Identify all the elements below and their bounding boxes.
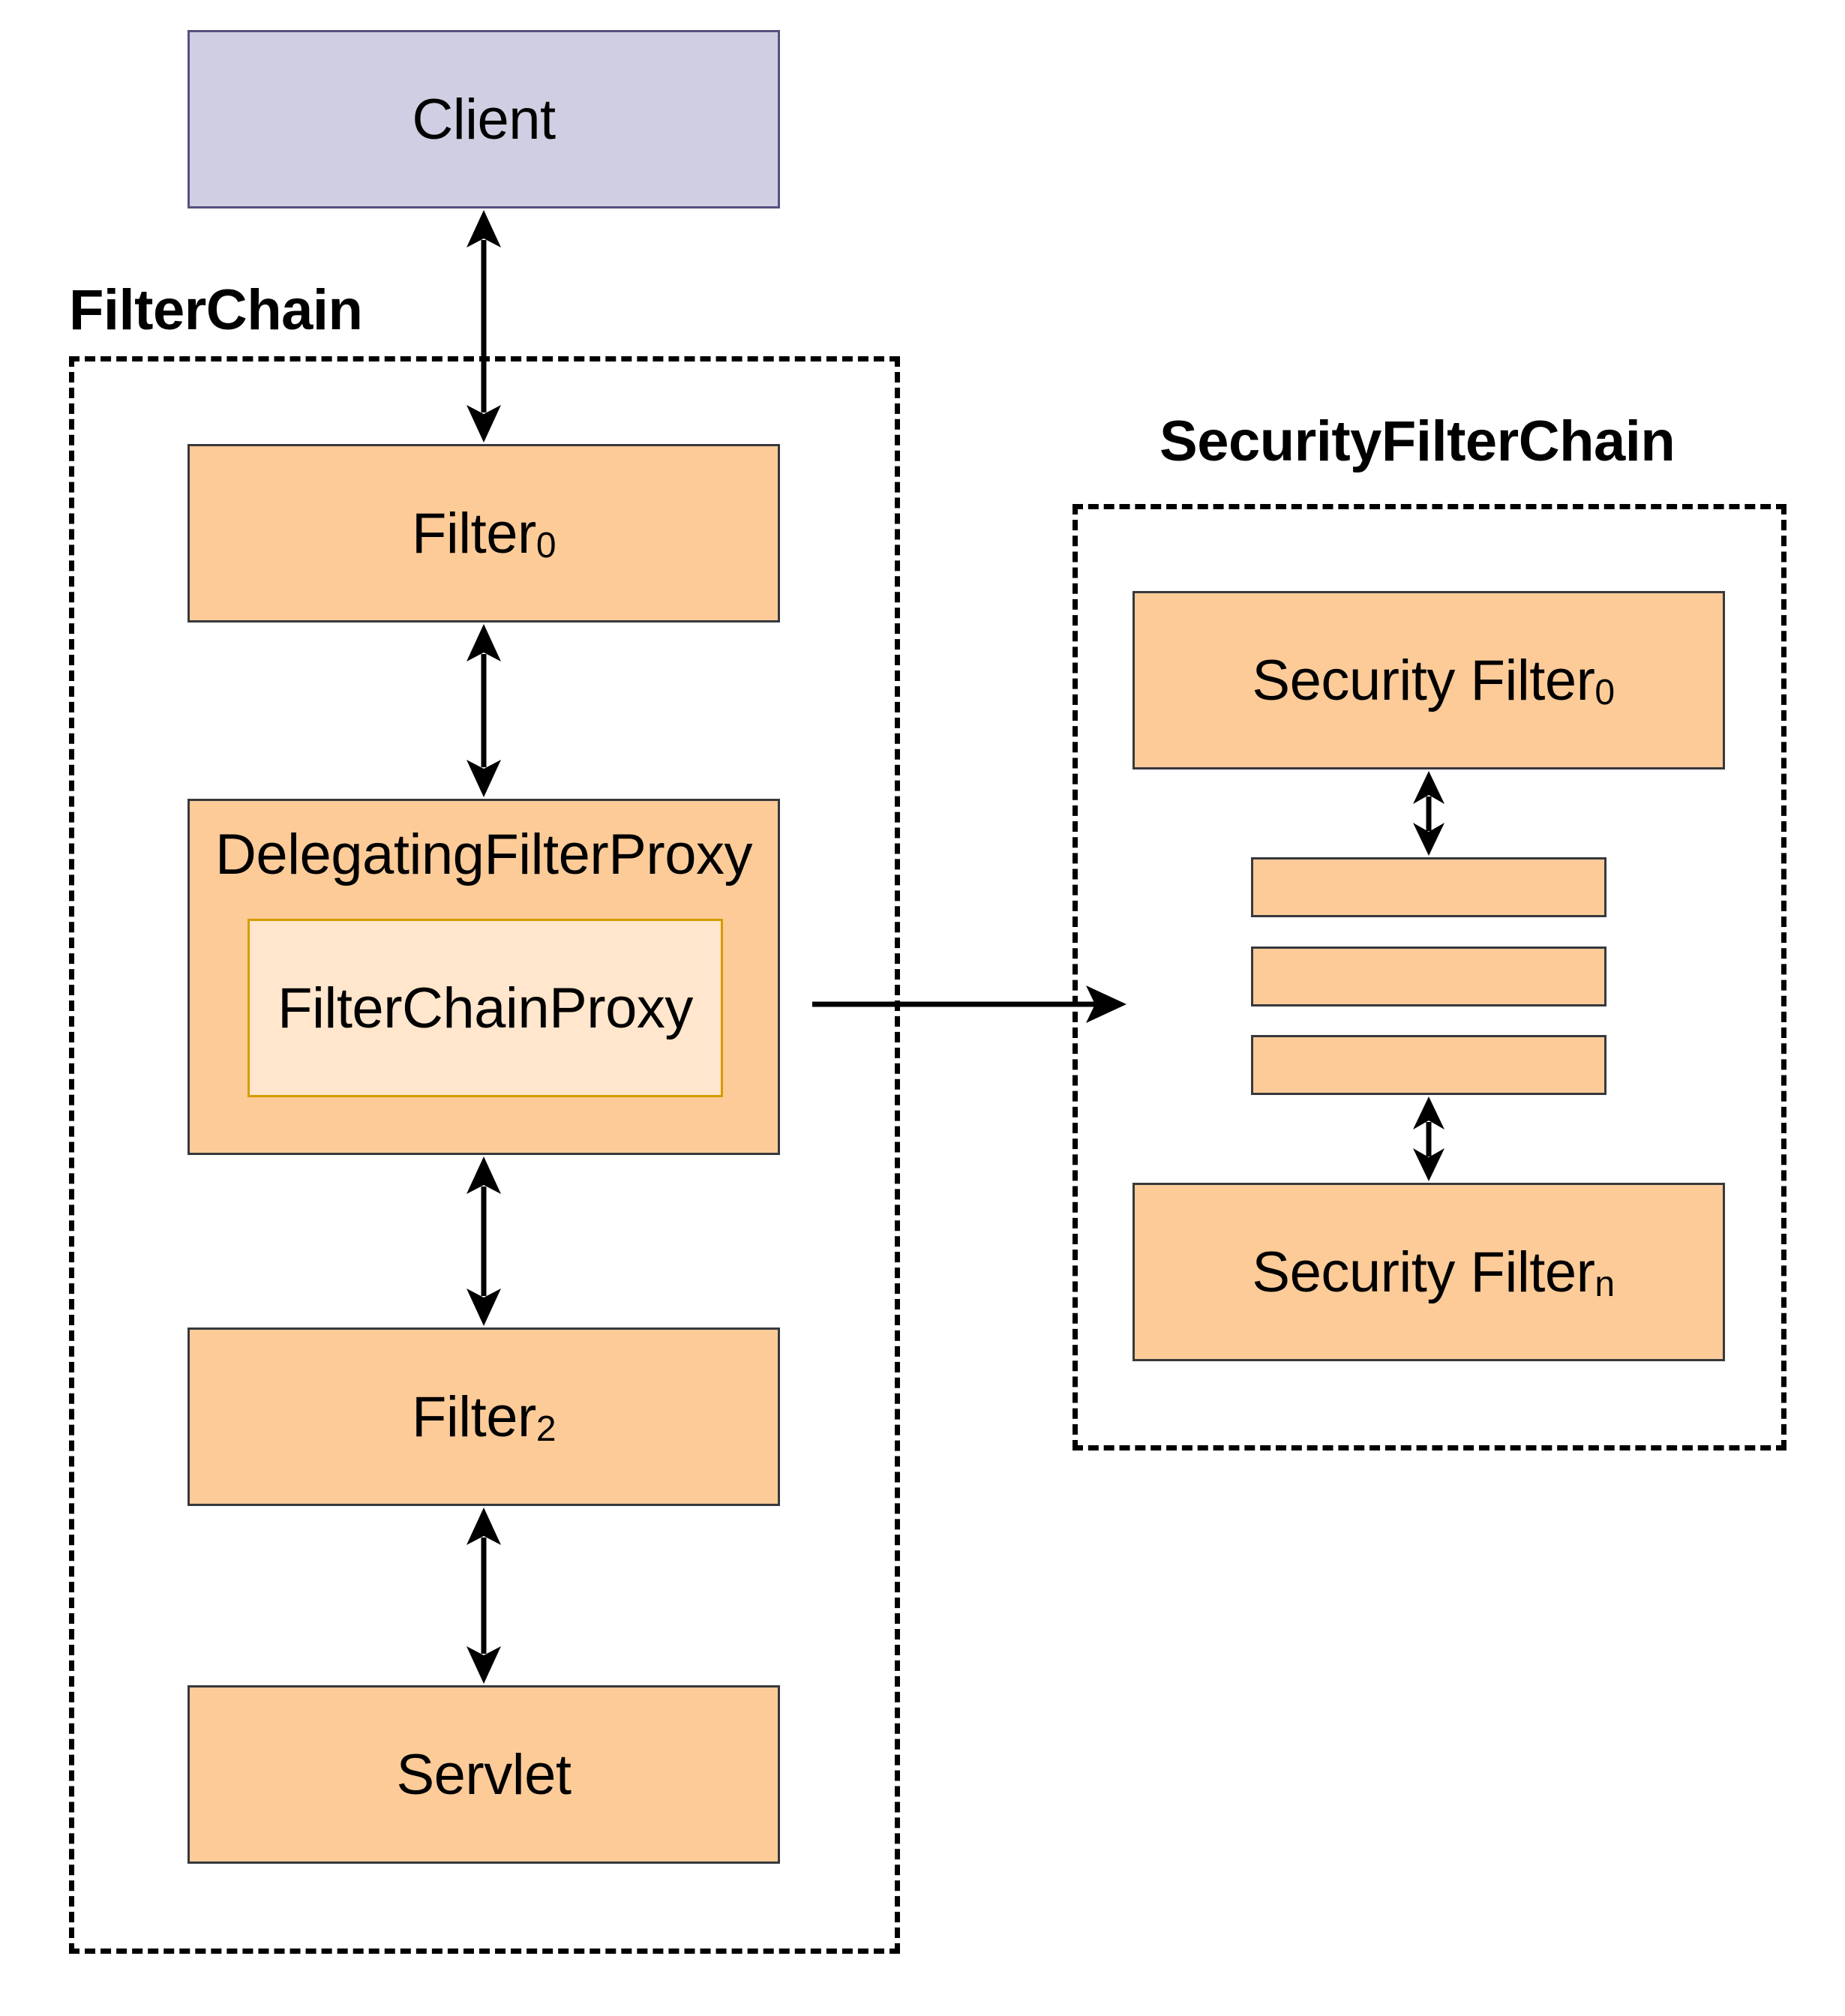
servlet-label: Servlet: [396, 1742, 572, 1807]
filter-chain-title: FilterChain: [69, 278, 363, 342]
security-filter-chain-title: SecurityFilterChain: [1160, 410, 1676, 473]
security-filter-placeholder-1: [1251, 857, 1606, 917]
security-filter-placeholder-3: [1251, 1035, 1606, 1095]
client-box: Client: [188, 30, 780, 208]
security-filtern-subscript: n: [1594, 1264, 1615, 1304]
filter-chain-proxy-box: FilterChainProxy: [248, 919, 723, 1097]
filter0-subscript: 0: [536, 525, 556, 566]
filter2-box: Filter2: [188, 1328, 780, 1506]
arrow-filter0-delegating: [466, 624, 501, 797]
security-filter0-label: Security Filter0: [1252, 648, 1615, 712]
arrow-security-filter0-bars: [1413, 771, 1444, 856]
servlet-box: Servlet: [188, 1685, 780, 1864]
security-filtern-box: Security Filtern: [1132, 1183, 1725, 1361]
arrow-proxy-to-security-chain: [812, 986, 1126, 1023]
security-filter-placeholder-2: [1251, 946, 1606, 1006]
filter2-label: Filter2: [411, 1384, 556, 1449]
arrow-client-filter0: [466, 210, 501, 442]
security-filter-chain-group: [1072, 504, 1786, 1450]
arrow-bars-security-filtern: [1413, 1096, 1444, 1181]
delegating-filter-proxy-label: DelegatingFilterProxy: [214, 823, 753, 886]
security-filter0-subscript: 0: [1594, 672, 1615, 712]
security-filtern-label: Security Filtern: [1252, 1240, 1615, 1304]
filter2-subscript: 2: [536, 1408, 556, 1449]
filter0-box: Filter0: [188, 444, 780, 622]
arrow-delegating-filter2: [466, 1156, 501, 1326]
client-label: Client: [412, 87, 556, 152]
filter0-label: Filter0: [411, 501, 556, 566]
arrow-filter2-servlet: [466, 1508, 501, 1684]
delegating-filter-proxy-box: DelegatingFilterProxy FilterChainProxy: [188, 799, 780, 1155]
security-filter0-box: Security Filter0: [1132, 591, 1725, 770]
filter-chain-proxy-label: FilterChainProxy: [278, 976, 693, 1040]
